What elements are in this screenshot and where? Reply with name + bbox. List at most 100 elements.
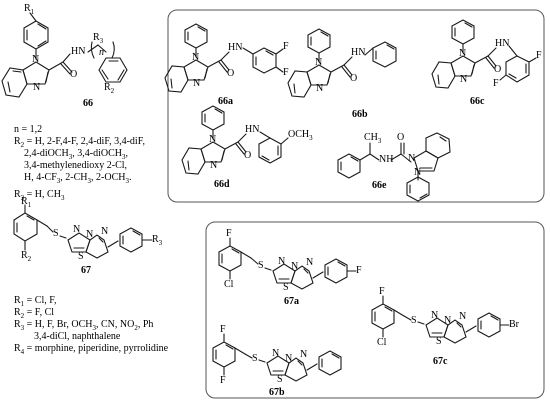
atom-o: O: [350, 73, 358, 84]
atom-n: N: [300, 349, 308, 360]
def-67-r2: R2 = F, Cl: [14, 307, 55, 320]
atom-hn: HN: [245, 124, 260, 135]
r1-label: R1: [24, 3, 35, 16]
compound-label-66c: 66c: [470, 96, 485, 107]
atom-n: N: [32, 54, 40, 65]
atom-o: O: [494, 64, 502, 75]
atom-n: N: [315, 57, 323, 68]
r2-label: R2: [104, 82, 115, 95]
atom-n: N: [306, 257, 314, 268]
def-r2-cont: 2,4-diOCH3, 3,4-diOCH3,: [24, 148, 128, 161]
def-r3: R3 = H, CH3: [14, 189, 65, 202]
atom-hn: HN: [71, 46, 86, 57]
atom-f: F: [379, 286, 385, 297]
atom-o: O: [397, 132, 405, 143]
atom-s: S: [411, 315, 417, 326]
atom-n: N: [272, 348, 280, 359]
atom-f: F: [283, 67, 289, 78]
atom-n: N: [209, 134, 217, 145]
atom-s: S: [436, 336, 442, 347]
me-label: CH3: [364, 132, 382, 145]
atom-n: N: [33, 82, 41, 93]
structure-66: [1, 12, 128, 98]
atom-f: F: [220, 375, 226, 386]
compound-label-66a: 66a: [218, 96, 233, 107]
atom-n: N: [210, 160, 218, 171]
atom-n: N: [414, 167, 422, 178]
def-67-r3: R3 = H, F, Br, OCH3, CN, NO2, Ph: [14, 319, 154, 332]
structure-66e: [337, 132, 451, 202]
structure-67a: [218, 237, 357, 290]
ome-label: OCH3: [288, 129, 313, 142]
atom-cl: Cl: [224, 279, 234, 290]
structure-66a: [164, 23, 284, 93]
atom-s: S: [252, 353, 258, 364]
atom-f: F: [226, 228, 232, 239]
compound-label-67b: 67b: [269, 387, 285, 398]
atom-nh: NH: [379, 154, 394, 165]
def-r2-cont2: 3,4-methylenedioxy 2-Cl,: [24, 160, 128, 171]
atom-n: N: [101, 226, 109, 237]
atom-n: N: [291, 261, 299, 272]
atom-n: N: [192, 52, 200, 63]
atom-n: N: [459, 48, 467, 59]
r3-label: R3: [152, 234, 163, 247]
structure-66b: [287, 28, 397, 98]
atom-n: N: [278, 256, 286, 267]
def-r2: R2 = H, 2-F,4-F, 2,4-diF, 3,4-diF,: [14, 136, 145, 149]
atom-n: N: [408, 153, 416, 164]
atom-f: F: [220, 324, 226, 335]
r3-label: R3: [93, 32, 104, 45]
structure-67c: [371, 295, 510, 344]
atom-hn: HN: [495, 38, 510, 49]
def-n: n = 1,2: [14, 124, 43, 135]
atom-n: N: [460, 74, 468, 85]
structure-66d: [181, 105, 289, 175]
structure-67: [13, 204, 153, 259]
compound-label-66b: 66b: [352, 109, 368, 120]
atom-n: N: [86, 229, 94, 240]
compound-label-66d: 66d: [214, 179, 230, 190]
atom-s: S: [78, 251, 84, 262]
def-r2-cont3: H, 4-CF3, 2-CH3, 2-OCH3.: [24, 172, 132, 185]
atom-o: O: [227, 68, 235, 79]
atom-cl: Cl: [377, 337, 387, 348]
r2-label: R2: [21, 250, 32, 263]
compound-label-66e: 66e: [372, 180, 387, 191]
atom-n: N: [431, 310, 439, 321]
compound-label-67a: 67a: [284, 296, 299, 307]
atom-n: N: [316, 83, 324, 94]
atom-f: F: [356, 265, 362, 276]
atom-f: F: [493, 78, 499, 89]
def-67-r1: R1 = Cl, F,: [14, 295, 57, 308]
r1-label: R1: [21, 196, 32, 209]
structure-66c: [431, 19, 537, 89]
atom-n: N: [285, 353, 293, 364]
atom-s: S: [53, 228, 59, 239]
structure-67b: [212, 333, 342, 382]
compound-label-67: 67: [81, 265, 91, 276]
def-67-r3-cont: 3,4-diCl, naphthalene: [34, 331, 121, 342]
atom-o: O: [70, 69, 78, 80]
atom-n: N: [73, 224, 81, 235]
atom-n: N: [459, 311, 467, 322]
atom-s: S: [283, 282, 289, 293]
atom-o: O: [244, 150, 252, 161]
def-67-r4: R4 = morphine, piperidine, pyrrolidine: [14, 343, 169, 356]
compound-label-66: 66: [83, 98, 93, 109]
panel-67-box: [205, 221, 545, 399]
atom-br: Br: [509, 319, 519, 330]
n-label: n: [99, 47, 104, 58]
atom-hn: HN: [228, 42, 243, 53]
atom-s: S: [277, 374, 283, 385]
atom-n: N: [193, 78, 201, 89]
panel-66-box: [167, 9, 545, 203]
atom-f: F: [283, 41, 289, 52]
atom-f: F: [536, 50, 542, 61]
compound-label-67c: 67c: [433, 356, 448, 367]
atom-hn: HN: [351, 47, 366, 58]
atom-s: S: [258, 260, 264, 271]
atom-n: N: [444, 315, 452, 326]
